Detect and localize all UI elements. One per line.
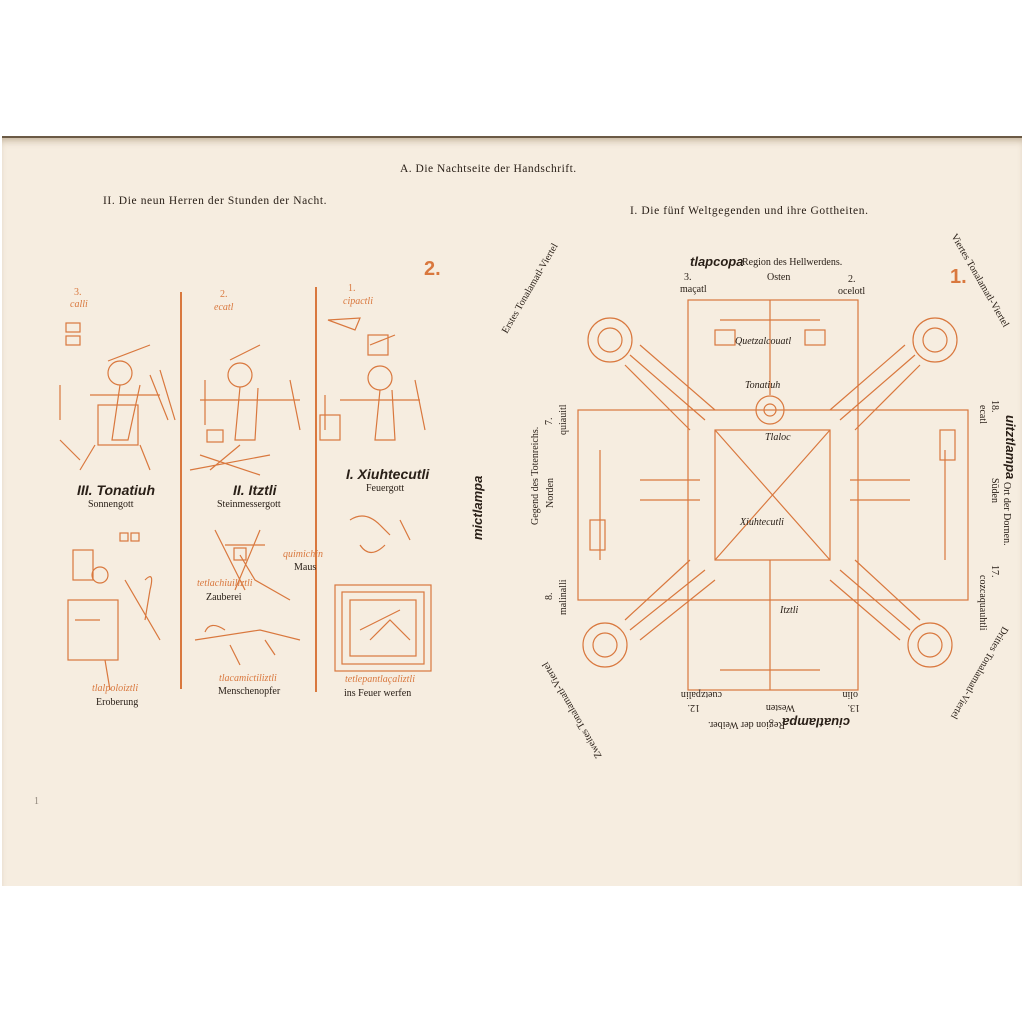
direction-east: Osten [767, 272, 791, 283]
column-divider [315, 287, 317, 692]
god-name: II. Itztli [233, 482, 277, 498]
direction-desc-east: Region des Hellwerdens. [742, 257, 843, 268]
page-header: A. Die Nachtseite der Handschrift. [400, 163, 577, 175]
center-label: Xiuhtecutli [740, 517, 784, 528]
book-page [2, 138, 1022, 886]
day-number: 2. [220, 289, 228, 300]
plate-number-2: 2. [424, 258, 441, 280]
day-sign: cipactli [343, 296, 373, 307]
day-sign: olin [842, 689, 858, 700]
day-number: 12. [687, 702, 701, 713]
god-name: III. Tonatiuh [77, 482, 156, 498]
direction-north: Norden [545, 478, 556, 508]
day-sign: calli [70, 299, 88, 310]
direction-desc-north: Gegend des Totenreichs. [530, 426, 541, 525]
side-caption: quimichin [283, 549, 323, 560]
day-sign: maçatl [680, 284, 707, 295]
day-number: 13. [847, 702, 861, 713]
day-number: 2. [848, 274, 856, 285]
lower-caption: tetlepantlaçaliztli [345, 674, 415, 685]
day-sign: cuetzpalin [680, 689, 722, 700]
side-subtitle: Maus [294, 562, 317, 573]
world-directions-diagram [577, 299, 969, 691]
day-sign: cozcaquauhtli [977, 575, 988, 631]
day-sign: ecatl [977, 405, 988, 424]
lower-caption: tlalpoloiztli [92, 683, 139, 694]
itztli-figure [189, 344, 301, 476]
lower-caption: tlacamictiliztli [219, 673, 277, 684]
day-number: 18. [989, 400, 1000, 413]
fire-box [334, 584, 432, 672]
column-divider [180, 292, 182, 689]
center-label: Tlaloc [765, 432, 791, 443]
margin-mark: 1 [34, 796, 39, 807]
direction-desc-west: Region der Weiber. [707, 719, 785, 730]
direction-south: Süden [989, 478, 1000, 503]
lower-subtitle: Eroberung [96, 697, 139, 708]
day-sign: malinalli [558, 579, 569, 615]
lower-subtitle: Menschenopfer [218, 686, 281, 697]
day-number: 3. [74, 287, 82, 298]
god-subtitle: Feuergott [366, 483, 405, 494]
direction-desc-south: Ort der Dornen. [1001, 482, 1012, 546]
zauberei-figure [194, 529, 301, 666]
direction-west: Westen [765, 702, 795, 713]
right-heading: I. Die fünf Weltgegenden und ihre Gotthe… [630, 205, 869, 217]
tlalpoloiztli-figure [67, 532, 161, 691]
lower-caption: tetlachiuiliztli [197, 578, 253, 589]
god-name: I. Xiuhtecutli [346, 466, 430, 482]
day-number: 3. [684, 272, 692, 283]
tonatiuh-figure [59, 322, 176, 471]
god-subtitle: Steinmessergott [217, 499, 281, 510]
xiuhtecutli-figure [319, 317, 426, 554]
day-number: 7. [544, 417, 555, 426]
day-sign: ocelotl [838, 286, 866, 297]
day-number: 17. [989, 565, 1000, 578]
left-heading: II. Die neun Herren der Stunden der Nach… [103, 195, 328, 207]
direction-name-south: uitztlampa [1003, 415, 1018, 480]
direction-name-east: tlapcopa [690, 254, 744, 269]
god-subtitle: Sonnengott [88, 499, 134, 510]
plate-number-1: 1. [950, 266, 967, 288]
day-number: 1. [348, 283, 356, 294]
center-label: Itztli [780, 605, 799, 616]
direction-name-west: ciuatlampa [782, 715, 850, 730]
center-label: Quetzalcouatl [735, 336, 792, 347]
direction-name-north: mictlampa [470, 475, 485, 540]
day-number: 8. [544, 592, 555, 601]
lower-subtitle: Zauberei [206, 592, 242, 603]
day-sign: quiauitl [558, 404, 569, 435]
lower-subtitle: ins Feuer werfen [344, 688, 412, 699]
day-sign: ecatl [214, 302, 234, 313]
center-label: Tonatiuh [745, 380, 781, 391]
